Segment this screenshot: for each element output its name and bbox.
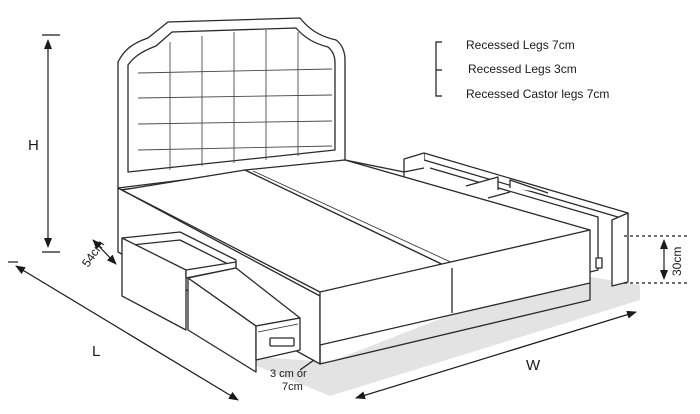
dimension-drawer-depth [92,239,117,265]
label-base-height: 30cm [670,247,684,276]
legend-bracket [435,41,442,97]
dimension-width [355,310,637,400]
legend-item-2: Recessed Legs 3cm [468,62,577,76]
dimension-length [8,261,239,401]
leg-height-leader [299,359,315,371]
label-leg-height-line1: 3 cm or [270,368,307,380]
legend-item-3: Recessed Castor legs 7cm [466,87,609,101]
legend-item-1: Recessed Legs 7cm [466,38,575,52]
label-leg-height-line2: 7cm [282,381,303,393]
label-width: W [526,357,541,374]
label-length: L [92,343,100,360]
legend [435,41,442,97]
dimension-height [42,34,60,253]
dimension-base-height [624,235,688,284]
label-height: H [28,137,39,154]
headboard-tufting [137,30,333,170]
platform-seam [252,170,456,265]
label-drawer-depth: 54cm [79,238,107,270]
